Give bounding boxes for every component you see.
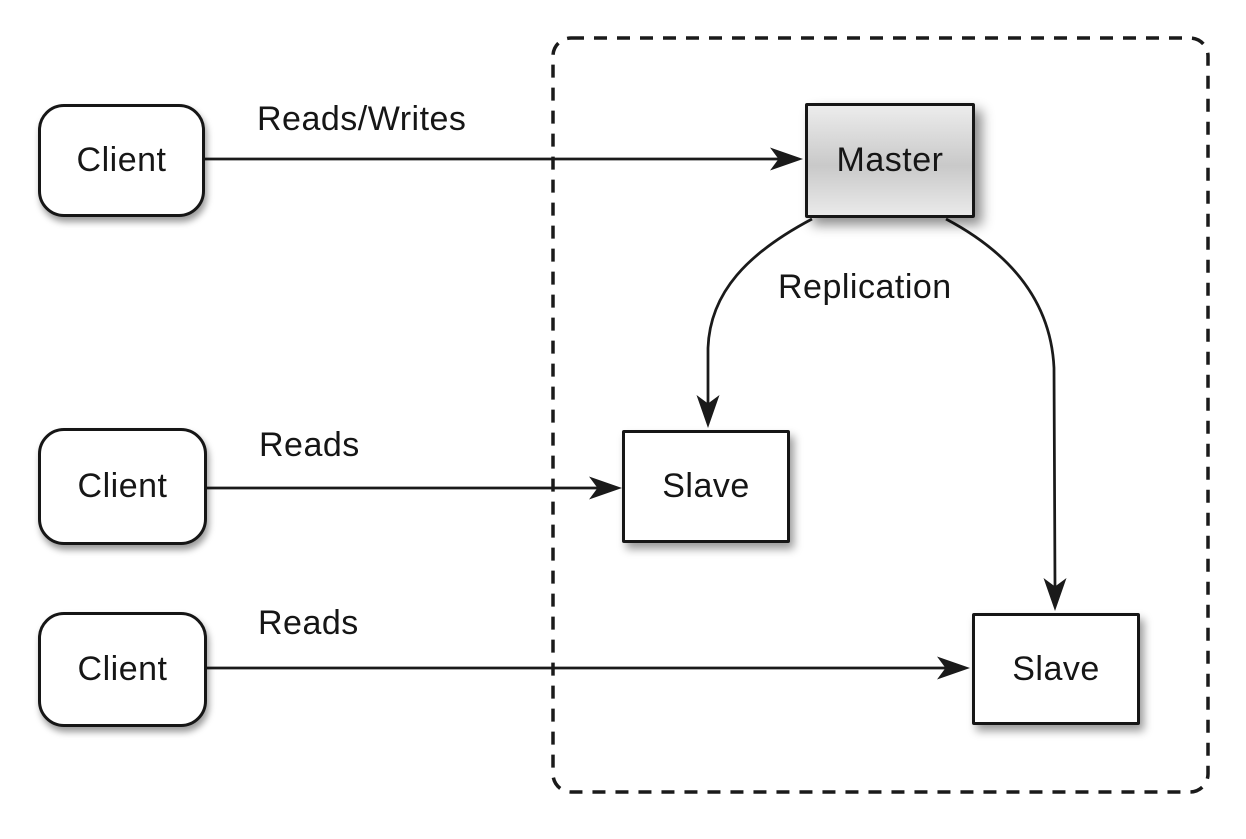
node-slave-2: Slave [972, 613, 1140, 725]
replication-arrowhead-right-icon [1043, 578, 1067, 611]
edge-label-reads-1: Reads [259, 426, 360, 464]
node-master-label: Master [836, 141, 944, 179]
edge-label-reads-writes: Reads/Writes [257, 100, 467, 138]
node-slave-2-label: Slave [1012, 649, 1100, 688]
node-slave-1: Slave [622, 430, 790, 543]
replication-curve-right [945, 217, 1057, 588]
node-master: Master [805, 103, 975, 218]
reads-writes-arrowhead-icon [770, 147, 803, 171]
node-client-2: Client [38, 428, 207, 545]
reads-2-arrowhead-icon [937, 656, 970, 680]
node-client-2-label: Client [77, 467, 168, 505]
node-slave-1-label: Slave [662, 467, 750, 505]
replication-curve-left [706, 217, 813, 404]
reads-1-arrowhead-icon [589, 476, 622, 500]
replication-arrowhead-left-icon [696, 395, 720, 428]
node-client-1-label: Client [76, 141, 167, 179]
replication-cluster-dashed-border [551, 36, 1210, 794]
edge-label-replication: Replication [778, 268, 952, 306]
node-client-3-label: Client [77, 650, 168, 688]
edge-label-reads-2: Reads [258, 604, 359, 642]
node-client-3: Client [38, 612, 207, 727]
node-client-1: Client [38, 104, 205, 217]
